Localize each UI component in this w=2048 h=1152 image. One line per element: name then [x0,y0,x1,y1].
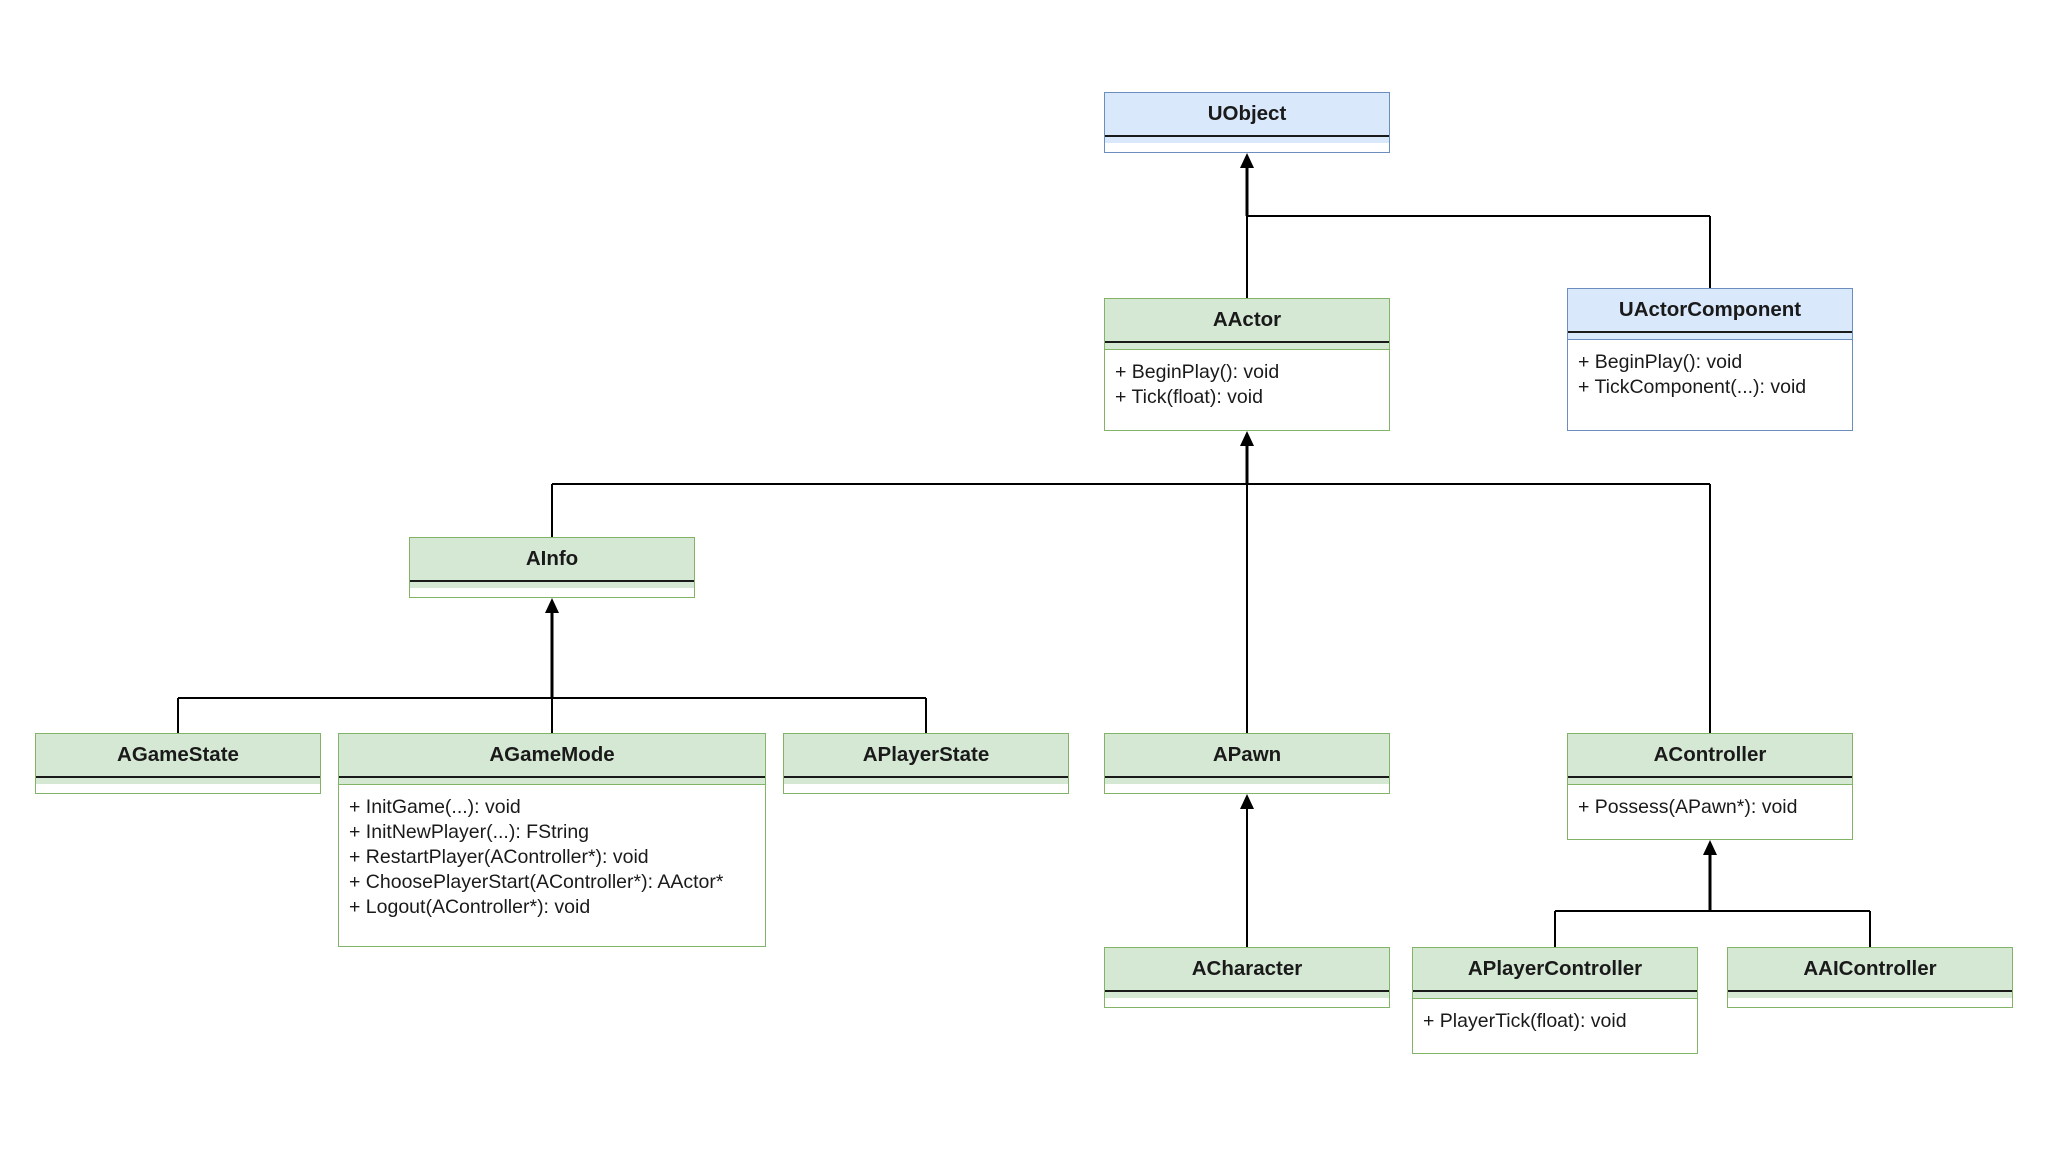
method: + Possess(APawn*): void [1578,796,1798,818]
attributes-compartment [1568,333,1852,340]
class-aplayerstate[interactable]: APlayerState [783,733,1069,794]
attributes-compartment [339,778,765,785]
class-aaicontroller[interactable]: AAIController [1727,947,2013,1008]
class-name: ACharacter [1105,948,1389,992]
attributes-compartment [784,778,1068,784]
method: + RestartPlayer(AController*): void [349,846,649,868]
class-name: AController [1568,734,1852,778]
inheritance-arrowhead [1703,840,1717,855]
class-name: APlayerState [784,734,1068,778]
methods-compartment: + Possess(APawn*): void [1568,785,1852,820]
class-uactorcomponent[interactable]: UActorComponent + BeginPlay(): void + Tick… [1567,288,1853,431]
attributes-compartment [1105,778,1389,784]
attributes-compartment [1568,778,1852,785]
class-acontroller[interactable]: AController + Possess(APawn*): void [1567,733,1853,840]
method: + TickComponent(...): void [1578,376,1807,398]
methods-compartment: + BeginPlay(): void + TickComponent(...):… [1568,340,1852,400]
methods-compartment: + InitGame(...): void + InitNewPlayer(...… [339,785,765,920]
method: + Tick(float): void [1115,386,1263,408]
method: + PlayerTick(float): void [1423,1010,1627,1032]
class-acharacter[interactable]: ACharacter [1104,947,1390,1008]
class-name: AInfo [410,538,694,582]
inheritance-arrowhead [1240,153,1254,168]
method: + ChoosePlayerStart(AController*): AActo… [349,871,724,893]
inheritance-arrowhead [545,598,559,613]
class-agamemode[interactable]: AGameMode + InitGame(...): void + InitNewP… [338,733,766,947]
attributes-compartment [1105,137,1389,143]
class-name: UObject [1105,93,1389,137]
method: + InitGame(...): void [349,796,521,818]
class-name: APlayerController [1413,948,1697,992]
class-uobject[interactable]: UObject [1104,92,1390,153]
method: + BeginPlay(): void [1115,361,1280,383]
class-apawn[interactable]: APawn [1104,733,1390,794]
class-aplayercontroller[interactable]: APlayerController + PlayerTick(float): vo… [1412,947,1698,1054]
attributes-compartment [36,778,320,784]
methods-compartment: + BeginPlay(): void + Tick(float): void [1105,350,1389,410]
inheritance-arrowhead [1240,794,1254,809]
method: + Logout(AController*): void [349,896,591,918]
class-name: AAIController [1728,948,2012,992]
attributes-compartment [1105,992,1389,998]
class-aactor[interactable]: AActor + BeginPlay(): void + Tick(float): … [1104,298,1390,431]
class-name: UActorComponent [1568,289,1852,333]
attributes-compartment [1105,343,1389,350]
class-name: AGameState [36,734,320,778]
class-name: AActor [1105,299,1389,343]
class-name: AGameMode [339,734,765,778]
inheritance-arrowhead [1240,431,1254,446]
methods-compartment: + PlayerTick(float): void [1413,999,1697,1034]
class-ainfo[interactable]: AInfo [409,537,695,598]
class-name: APawn [1105,734,1389,778]
attributes-compartment [1413,992,1697,999]
attributes-compartment [1728,992,2012,998]
method: + BeginPlay(): void [1578,351,1743,373]
attributes-compartment [410,582,694,588]
method: + InitNewPlayer(...): FString [349,821,590,843]
class-agamestate[interactable]: AGameState [35,733,321,794]
